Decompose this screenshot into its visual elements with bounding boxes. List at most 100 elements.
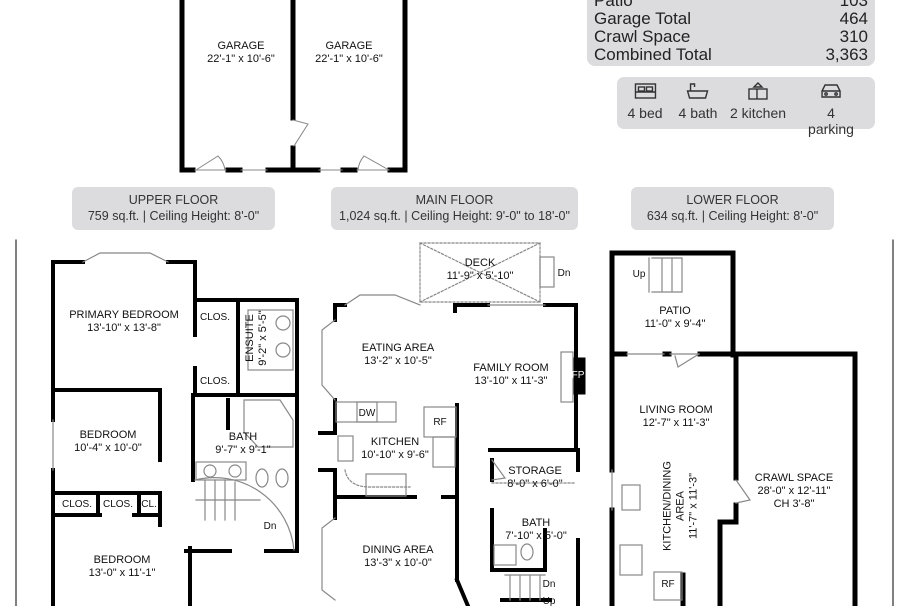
summary-value: 464 [839, 9, 868, 28]
room-name: ENSUITE [244, 314, 256, 362]
features-panel: 4 bed 4 bath 2 kitchen 4 parking [617, 77, 875, 137]
room-dim: 10'-10" x 9'-6" [361, 449, 429, 461]
room-dim: 10'-4" x 10'-0" [74, 442, 142, 454]
feature-label: 4 bath [678, 105, 718, 121]
stairs-label: Dn [263, 521, 277, 532]
room-dim: 22'-1" x 10'-6" [315, 53, 383, 65]
room-dim: 22'-1" x 10'-6" [207, 53, 275, 65]
summary-row-patio: Patio 103 [594, 0, 868, 10]
room-name: AREA [674, 491, 687, 521]
feature-bath: 4 bath [678, 81, 718, 121]
summary-label: Crawl Space [594, 27, 691, 46]
dishwasher: DW [359, 408, 376, 420]
stairs-label: Dn [542, 579, 556, 590]
patio-stairs-up: Up [633, 269, 646, 281]
bathtub-icon [687, 83, 709, 99]
room-dim: 11'-9" x 5'-10" [446, 270, 514, 282]
summary-value: 310 [839, 27, 868, 46]
room-name: GARAGE [217, 40, 265, 52]
feature-label: 4 bed [627, 105, 663, 121]
room-dim: 12'-7" x 11'-3" [642, 417, 710, 429]
room-closet: CLOS. [200, 376, 230, 388]
room-name: BEDROOM [93, 554, 151, 566]
room-name: FAMILY ROOM [473, 362, 549, 374]
room-name: BATH [521, 517, 551, 529]
room-dim: 9'-7" x 9'-1" [215, 444, 271, 456]
room-name: CLOS. [61, 499, 93, 510]
room-name: CRAWL SPACE [754, 472, 834, 484]
room-dim: 13'-2" x 10'-5" [364, 355, 432, 367]
deck-stairs-down: Dn [558, 268, 571, 280]
main-floor-walls [318, 303, 580, 606]
summary-row-crawl: Crawl Space 310 [594, 28, 868, 46]
room-name: PRIMARY BEDROOM [69, 309, 179, 321]
upper-floor-walls [51, 260, 299, 606]
room-dim: 13'-10" x 11'-3" [474, 375, 548, 387]
room-name: BEDROOM [79, 429, 137, 441]
room-closet: CLOS. [62, 499, 92, 511]
stairs-down: Dn [264, 521, 277, 533]
room-closet: CL. [141, 499, 157, 511]
room-ceiling-height: CH 3'-8" [773, 498, 815, 510]
summary-value: 103 [839, 0, 868, 10]
stairs-label: Up [542, 596, 556, 607]
room-dim: 11'-0" x 9'-4" [644, 318, 706, 330]
appliance-label: DW [358, 408, 376, 419]
room-name: EATING AREA [361, 342, 435, 354]
floor-info: 634 sq.ft. | Ceiling Height: 8'-0" [646, 209, 819, 223]
feature-label: 2 kitchen [729, 105, 787, 121]
feature-label: 4 parking [808, 105, 854, 137]
room-dim: 11'-7" x 11'-3" [687, 472, 700, 540]
room-closet: CLOS. [200, 312, 230, 324]
feature-parking: 4 parking [808, 81, 854, 137]
summary-label: Combined Total [594, 45, 712, 64]
floor-title: LOWER FLOOR [686, 193, 779, 207]
car-icon [821, 84, 841, 98]
room-dim: 28'-0" x 12'-11" [757, 485, 831, 497]
stairs-label: Dn [557, 268, 571, 279]
garage-walls [179, 0, 408, 173]
stairs-down: Dn [543, 579, 556, 591]
room-dim: 7'-10" x 5'-0" [505, 530, 567, 542]
room-dim: 8'-0" x 6'-0" [507, 478, 563, 490]
room-name: CLOS. [199, 376, 231, 387]
summary-label: Garage Total [594, 9, 692, 28]
kitchen-icon [748, 82, 768, 100]
room-dim: 13'-3" x 10'-0" [364, 557, 432, 569]
stairs-up: Up [543, 596, 556, 608]
room-dim: 9'-2" x 5'-5" [257, 310, 269, 366]
bed-icon [634, 83, 656, 99]
room-name: CLOS. [199, 312, 231, 323]
stairs-label: Up [632, 269, 646, 280]
floor-info: 1,024 sq.ft. | Ceiling Height: 9'-0" to … [339, 209, 570, 223]
main-floor-header: MAIN FLOOR 1,024 sq.ft. | Ceiling Height:… [331, 187, 578, 230]
room-name: CLOS. [102, 499, 134, 510]
room-name: DECK [464, 257, 496, 269]
floor-title: MAIN FLOOR [415, 193, 494, 207]
feature-bed: 4 bed [627, 81, 663, 121]
room-dim: 13'-0" x 11'-1" [88, 567, 156, 579]
lower-floor-walls [609, 250, 858, 606]
summary-label: Patio [594, 0, 633, 10]
floor-title: UPPER FLOOR [128, 193, 219, 207]
